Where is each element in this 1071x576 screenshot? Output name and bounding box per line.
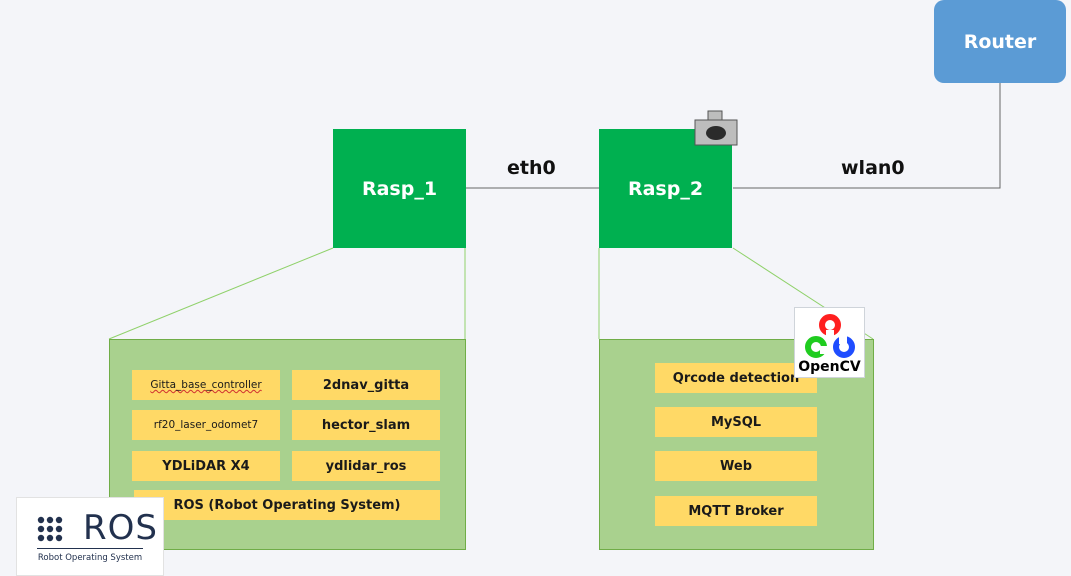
module-rf20-laser-odometry: rf20_laser_odomet7 xyxy=(132,410,280,440)
ros-wordmark: ROS xyxy=(83,508,158,548)
module-2dnav-gitta: 2dnav_gitta xyxy=(292,370,440,400)
rasp-1-label: Rasp_1 xyxy=(361,177,438,200)
ros-logo: ROS Robot Operating System xyxy=(16,497,164,576)
module-hector-slam: hector_slam xyxy=(292,410,440,440)
rasp-1-node: Rasp_1 xyxy=(333,129,466,248)
module-mqtt-broker: MQTT Broker xyxy=(655,496,817,526)
opencv-logo: OpenCV xyxy=(794,307,865,378)
rasp-2-label: Rasp_2 xyxy=(627,177,704,200)
ros-dots-icon xyxy=(37,516,63,542)
eth0-label: eth0 xyxy=(507,157,556,179)
opencv-wordmark: OpenCV xyxy=(798,359,861,375)
module-mysql: MySQL xyxy=(655,407,817,437)
rasp1-callout-left xyxy=(108,247,334,340)
ros-tagline: Robot Operating System xyxy=(37,553,143,563)
module-ydlidar-ros: ydlidar_ros xyxy=(292,451,440,481)
camera-icon xyxy=(694,110,738,146)
router-node: Router xyxy=(934,0,1066,83)
opencv-rings-icon xyxy=(805,314,855,358)
module-ros: ROS (Robot Operating System) xyxy=(134,490,440,520)
ros-divider xyxy=(37,548,143,549)
wlan0-label: wlan0 xyxy=(841,157,905,179)
module-ydlidar-x4: YDLiDAR X4 xyxy=(132,451,280,481)
wlan0-link xyxy=(733,83,1001,189)
module-web: Web xyxy=(655,451,817,481)
module-qrcode-detection: Qrcode detection xyxy=(655,363,817,393)
rasp-2-node: Rasp_2 xyxy=(599,129,732,248)
router-label: Router xyxy=(963,30,1037,53)
module-gitta-base-controller: Gitta_base_controller xyxy=(132,370,280,400)
